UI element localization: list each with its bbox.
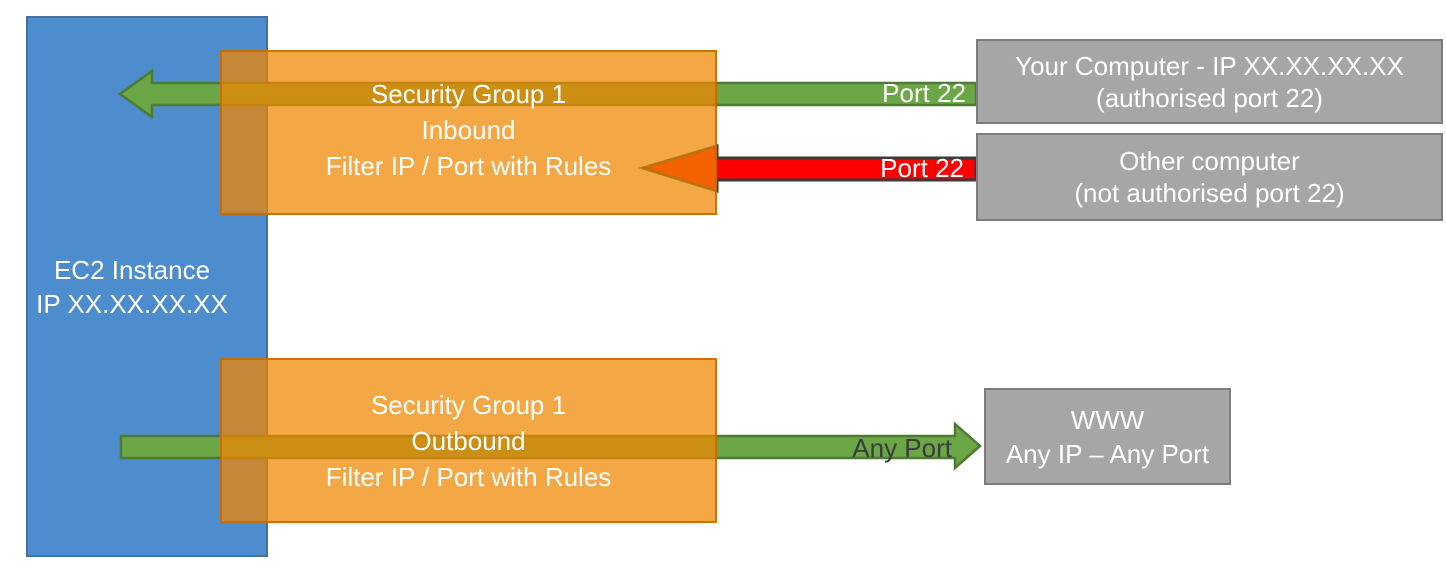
- other-computer-label-line1: Other computer: [1119, 146, 1300, 176]
- sg-inbound-description: Filter IP / Port with Rules: [325, 150, 612, 181]
- security-group-inbound-box: Security Group 1 Inbound Filter IP / Por…: [220, 50, 717, 215]
- your-computer-label-line2: (authorised port 22): [1096, 82, 1323, 113]
- www-box: WWW Any IP – Any Port: [984, 388, 1231, 485]
- sg-outbound-direction: Outbound: [411, 425, 526, 456]
- your-computer-box: Your Computer - IP XX.XX.XX.XX (authoris…: [976, 39, 1443, 124]
- inbound-blocked-port-label: Port 22: [880, 153, 964, 183]
- www-label-line2: Any IP – Any Port: [1005, 438, 1210, 469]
- sg-inbound-direction: Inbound: [421, 114, 516, 145]
- ec2-instance-label-line1: EC2 Instance: [53, 254, 211, 285]
- sg-outbound-title: Security Group 1: [370, 389, 567, 420]
- security-group-outbound-box: Security Group 1 Outbound Filter IP / Po…: [220, 358, 717, 523]
- inbound-allowed-port-label: Port 22: [882, 78, 966, 108]
- your-computer-label-line1: Your Computer - IP XX.XX.XX.XX: [1015, 50, 1404, 81]
- sg-outbound-description: Filter IP / Port with Rules: [325, 461, 612, 492]
- other-computer-box: Other computer (not authorised port 22): [976, 133, 1443, 221]
- other-computer-label-line2: (not authorised port 22): [1074, 178, 1345, 208]
- www-label-line1: WWW: [1070, 404, 1145, 435]
- ec2-instance-label-line2: IP XX.XX.XX.XX: [36, 288, 228, 319]
- outbound-port-label: Any Port: [852, 433, 952, 463]
- sg-inbound-title: Security Group 1: [370, 78, 567, 109]
